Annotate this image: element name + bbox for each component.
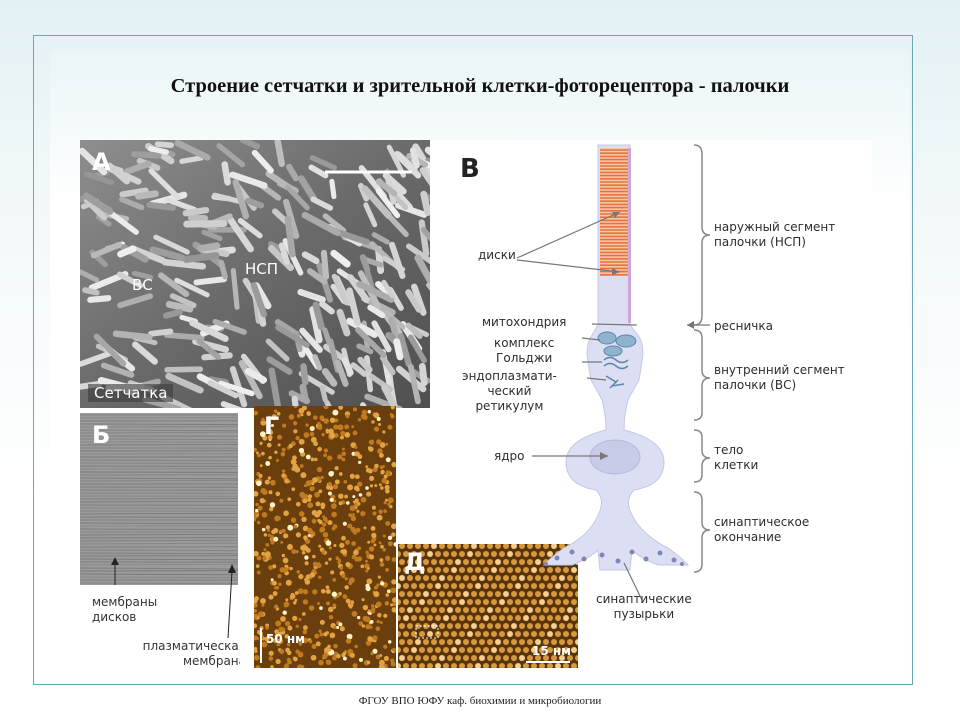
cell-body-label: тело клетки <box>714 443 759 472</box>
panel-g-label: Г <box>264 412 280 440</box>
discs-label: диски <box>478 248 516 262</box>
panel-a-sem-image: А ВС НСП Сетчатка <box>80 140 430 408</box>
figure: А ВС НСП Сетчатка Б мембраны дисков плаз… <box>80 140 872 668</box>
nucleus-label: ядро <box>494 449 525 463</box>
panel-a-bc-label: ВС <box>132 276 153 294</box>
panel-v-label: В <box>460 154 480 184</box>
vesicles-label: синаптические пузырьки <box>596 592 692 621</box>
panel-b-label: Б <box>92 421 111 449</box>
panel-d-scale: 15 нм <box>532 644 571 658</box>
synaptic-ending-label: синаптическое окончание <box>714 515 810 544</box>
panel-a-retina-label: Сетчатка <box>88 384 174 402</box>
panel-d-label: Д <box>404 548 426 576</box>
inner-segment-label: внутренний сегмент палочки (ВС) <box>714 363 845 392</box>
outer-segment-label: наружный сегмент палочки (НСП) <box>714 220 836 249</box>
plasma-membrane-caption: плазматическая мембрана <box>142 639 240 668</box>
slide-title: Строение сетчатки и зрительной клетки-фо… <box>170 75 790 97</box>
mitochondria-label: митохондрия <box>482 315 567 329</box>
er-label: эндоплазмати- ческий ретикулум <box>462 369 557 413</box>
panel-b-tem-image: Б мембраны дисков плазматическая мембран… <box>80 413 240 668</box>
panel-v-rod-schematic: В диски митохондрия комплекс Гольджи энд… <box>432 140 872 640</box>
panel-a-label: А <box>92 148 111 176</box>
disc-membranes-caption: мембраны дисков <box>92 595 158 624</box>
slide-footer: ФГОУ ВПО ЮФУ каф. биохимии и микробиолог… <box>358 695 602 707</box>
panel-a-ncp-label: НСП <box>245 260 279 278</box>
panel-g-scale: 50 нм <box>266 632 305 646</box>
outer-frame <box>33 35 913 685</box>
cilium-label: ресничка <box>714 319 773 333</box>
golgi-label: комплекс Гольджи <box>494 336 555 365</box>
panel-d-afm-image: Д 15 нм <box>398 544 578 668</box>
panel-g-afm-image: Г 50 нм <box>254 406 396 668</box>
